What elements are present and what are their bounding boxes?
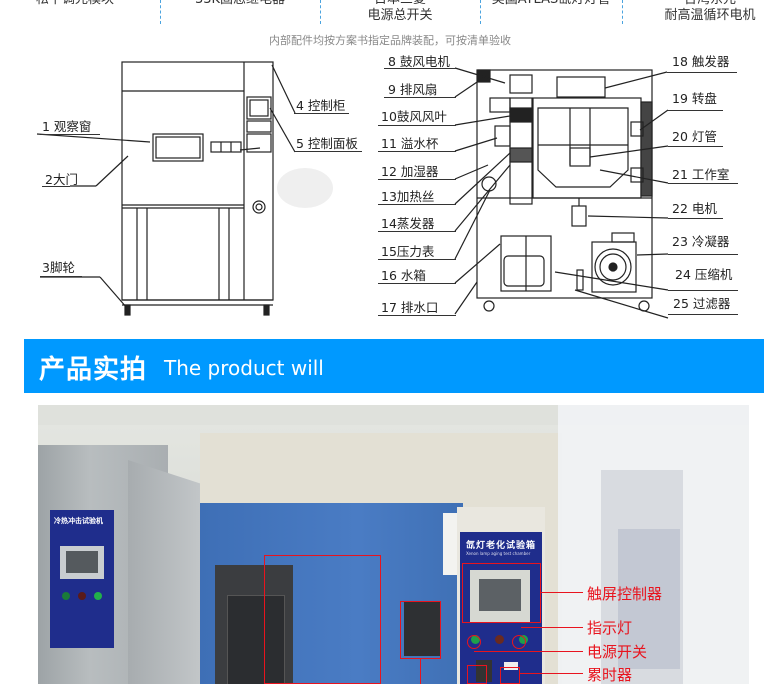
section-banner: 产品实拍 The product will [24,339,764,393]
label-underline [384,97,456,98]
label-lamp-tube: 20 灯管 [672,129,717,144]
background-machine-panel [618,529,680,669]
label-underline [384,68,456,69]
label-underline [378,283,456,284]
component-dimmer-module: 松下调光模块 [10,0,140,8]
callout-indicator-light: 指示灯 [587,619,633,637]
callout-line [541,592,583,593]
label-filter: 25 过滤器 [673,296,731,311]
label-motor: 22 电机 [672,201,717,216]
diagram-drawing [36,61,669,319]
callout-line [474,651,583,652]
highlight-touchscreen [462,563,541,623]
hour-meter [504,662,518,670]
label-compressor: 24 压缩机 [675,267,733,282]
banner-title-en: The product will [164,356,324,380]
component-ssr: 33K固态继电器 [170,0,310,8]
divider [622,0,623,24]
label-work-chamber: 21 工作室 [672,167,730,182]
observation-window [215,565,293,684]
label-drain-outlet: 17 排水口 [381,300,439,315]
screen-display [66,551,98,573]
touchscreen[interactable] [470,570,530,622]
indicator-light [78,592,86,600]
label-overflow-cup: 11 溢水杯 [381,136,439,151]
main-control-panel: 氙灯老化试验箱 Xenon lamp aging test chamber [460,532,542,684]
label-control-cabinet: 4 控制柜 [296,98,346,113]
divider [320,0,321,24]
structure-diagram: 1 观察窗 2大门 3脚轮 4 控制柜 5 控制面板 8 鼓风电机 9 排风扇 … [0,50,780,330]
divider [160,0,161,24]
label-underline [668,110,723,111]
callout-line [420,659,421,684]
assembly-note: 内部配件均按方案书指定品牌装配，可按清单验收 [269,34,511,47]
highlight-handle [400,601,441,659]
highlight-temp-meter [467,665,487,684]
component-xenon-lamp: 美国ATLAS氙灯灯管 [482,0,620,8]
label-exhaust-fan: 9 排风扇 [388,82,438,97]
label-main-door: 2大门 [45,172,78,187]
screen-display [479,579,521,611]
label-underline [668,254,738,255]
label-humidifier: 12 加湿器 [381,164,439,179]
label-underline [378,125,456,126]
label-underline [42,186,70,187]
label-underline [667,72,737,73]
component-power-switch: 日本三菱 电源总开关 [367,0,433,23]
label-underline [668,218,723,219]
label-blower-blade: 10鼓风风叶 [381,109,447,124]
label-underline [40,276,82,277]
left-machine-side [128,460,203,684]
callout-hour-meter: 累时器 [587,666,633,684]
label-underline [378,204,456,205]
label-blower-motor: 8 鼓风电机 [388,54,450,69]
label-underline [294,151,362,152]
callout-touchscreen-controller: 触屏控制器 [587,585,663,603]
component-brand-row: 松下调光模块 33K固态继电器 日本三菱 电源总开关 美国ATLAS氙灯灯管 台… [0,0,780,28]
divider [480,0,481,24]
label-underline [378,315,456,316]
left-machine-panel: 冷热冲击试验机 [50,510,114,648]
indicator-light [94,592,102,600]
label-underline [294,113,349,114]
label-observation-window: 1 观察窗 [42,119,92,134]
label-underline [668,314,738,315]
label-heating-wire: 13加热丝 [381,189,435,204]
alarm-indicator [495,635,504,644]
banner-title-cn: 产品实拍 [39,355,148,385]
label-underline [668,146,723,147]
callout-line [520,673,583,674]
door-handle [404,601,440,656]
highlight-power-switch [467,635,481,649]
label-control-panel: 5 控制面板 [296,136,358,151]
label-condenser: 23 冷凝器 [672,234,730,249]
label-underline [378,259,456,260]
indicator-light [62,592,70,600]
highlight-observation-window [264,555,381,684]
highlight-hour-meter [500,667,520,684]
highlight-running-light [512,635,526,649]
label-pressure-gauge: 15压力表 [381,244,435,259]
label-underline [40,134,100,135]
label-trigger: 18 触发器 [672,54,730,69]
component-circulation-motor: 台湾东元 耐高温循环电机 [664,0,756,23]
left-machine-screen [60,546,104,579]
window-glass [227,595,285,684]
label-underline [668,183,738,184]
label-casters: 3脚轮 [42,260,75,275]
callout-line [521,627,583,628]
label-water-tank: 16 水箱 [381,268,426,283]
label-evaporator: 14蒸发器 [381,216,435,231]
product-photo: 冷热冲击试验机 氙灯老化试验箱 Xenon lamp aging test ch… [38,405,749,684]
label-underline [378,231,456,232]
callout-power-switch: 电源开关 [587,643,648,661]
label-underline [668,290,738,291]
label-underline [378,151,456,152]
label-turntable: 19 转盘 [672,91,717,106]
label-underline [378,179,456,180]
